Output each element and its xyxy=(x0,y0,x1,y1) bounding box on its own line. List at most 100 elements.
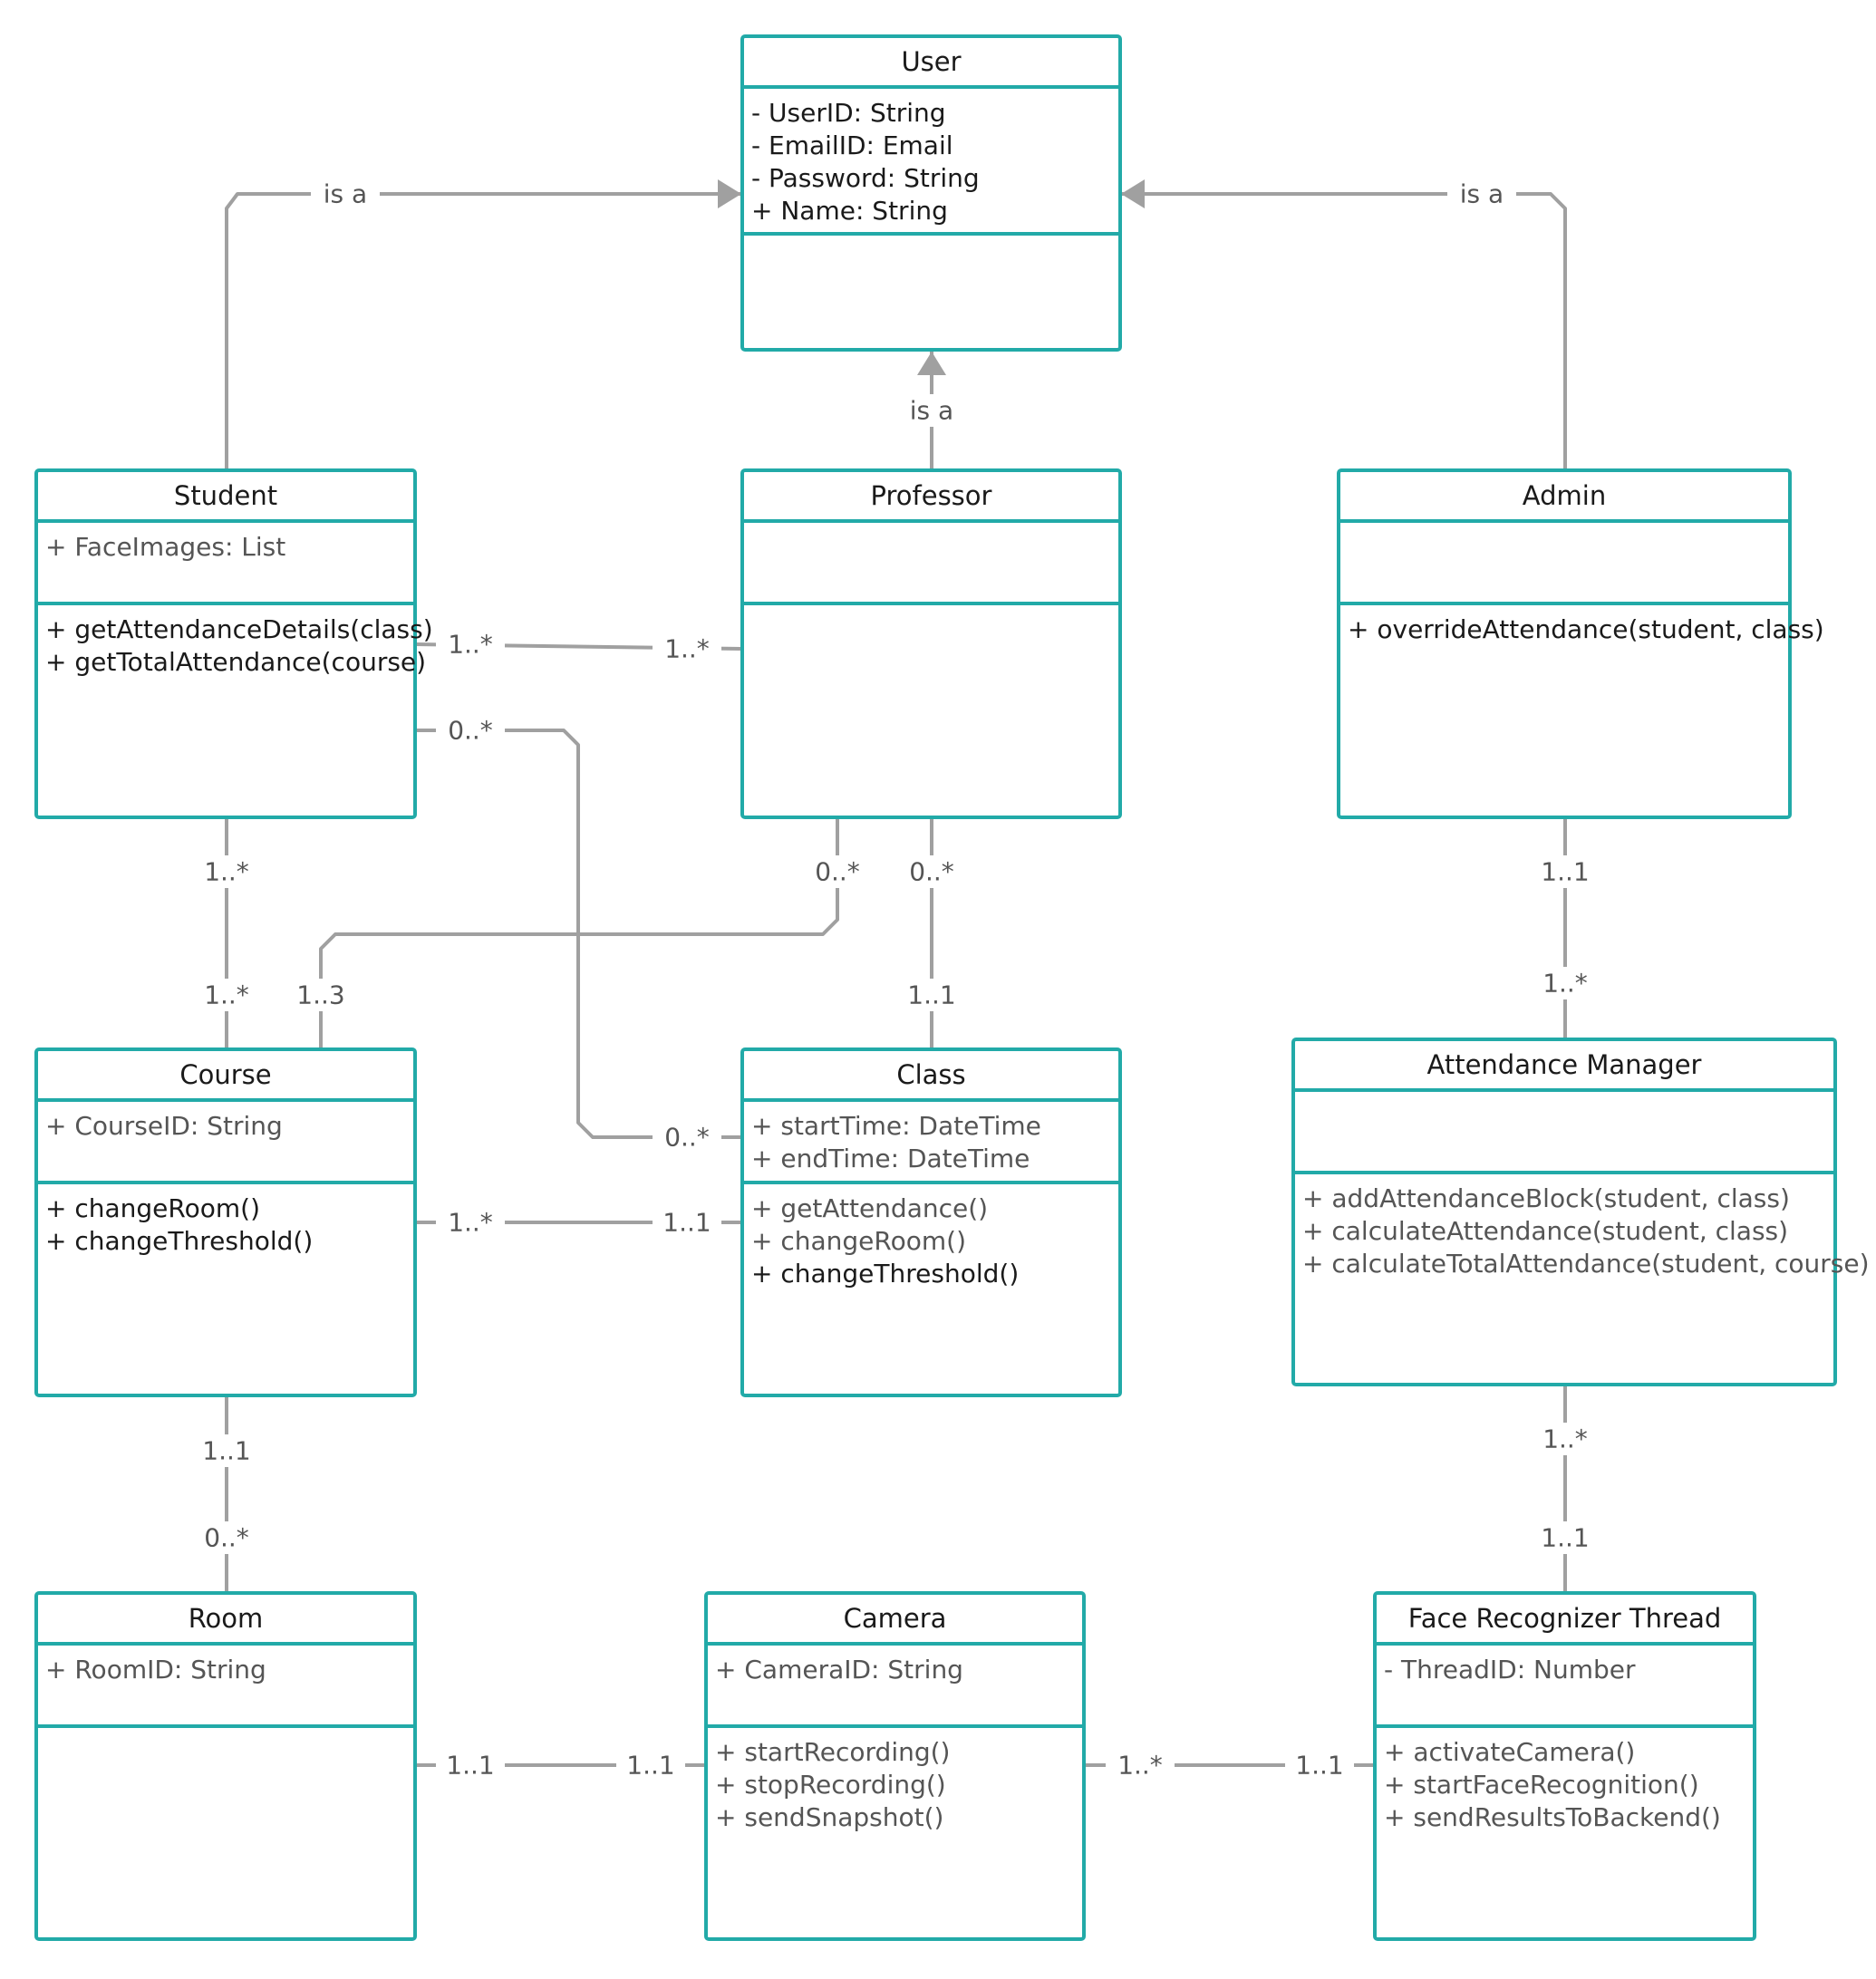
class-user[interactable]: User- UserID: String- EmailID: Email- Pa… xyxy=(740,34,1122,352)
svg-text:1..*: 1..* xyxy=(204,980,249,1010)
class-student[interactable]: Student + FaceImages: List + getAttendance… xyxy=(34,468,433,819)
class-box xyxy=(740,1047,1122,1397)
multiplicity-course-course-class: 1..* xyxy=(436,1206,505,1239)
svg-text:is a: is a xyxy=(910,396,953,426)
class-face_recognizer[interactable]: Face Recognizer Thread - ThreadID: Number… xyxy=(1373,1591,1756,1941)
class-method: + changeThreshold() xyxy=(45,1226,313,1256)
multiplicity-professor-student-professor: 1..* xyxy=(653,632,721,665)
generalization-arrowhead-icon xyxy=(718,179,741,208)
class-professor[interactable]: Professor xyxy=(740,468,1122,819)
class-attribute: + endTime: DateTime xyxy=(751,1144,1030,1173)
svg-text:1..1: 1..1 xyxy=(662,1208,711,1238)
connector-student-user xyxy=(225,192,741,470)
multiplicity-professor-professor-course: 0..* xyxy=(803,855,872,888)
class-name: Camera xyxy=(844,1603,947,1634)
class-name: Face Recognizer Thread xyxy=(1408,1603,1722,1634)
class-method: + stopRecording() xyxy=(715,1770,946,1800)
svg-text:1..3: 1..3 xyxy=(296,980,344,1010)
multiplicity-course-professor-course: 1..3 xyxy=(286,979,355,1011)
svg-text:0..*: 0..* xyxy=(204,1523,249,1553)
svg-text:is a: is a xyxy=(1460,179,1504,209)
class-name: Class xyxy=(896,1059,965,1090)
svg-text:0..*: 0..* xyxy=(448,716,493,746)
class-box xyxy=(1291,1038,1837,1386)
connector-admin-user xyxy=(1121,192,1567,470)
svg-text:1..*: 1..* xyxy=(448,1208,493,1238)
svg-text:0..*: 0..* xyxy=(815,857,860,887)
multiplicity-admin-admin-attendance: 1..1 xyxy=(1531,855,1600,888)
class-attribute: + RoomID: String xyxy=(45,1655,266,1685)
multiplicity-student-student-class: 0..* xyxy=(436,714,505,747)
svg-text:1..*: 1..* xyxy=(204,857,249,887)
class-name: Admin xyxy=(1523,480,1606,511)
class-attribute: + FaceImages: List xyxy=(45,532,285,562)
class-name: Attendance Manager xyxy=(1427,1049,1702,1080)
multiplicity-student-student-course: 1..* xyxy=(192,855,261,888)
svg-text:1..1: 1..1 xyxy=(1541,857,1589,887)
svg-text:1..*: 1..* xyxy=(448,630,493,660)
class-attribute: - ThreadID: Number xyxy=(1384,1655,1636,1685)
class-box xyxy=(1337,468,1792,819)
class-course[interactable]: Course+ CourseID: String+ changeRoom()+ … xyxy=(34,1047,417,1397)
class-box xyxy=(740,468,1122,819)
class-box xyxy=(704,1591,1086,1941)
multiplicity-camera-camera-face: 1..* xyxy=(1106,1749,1175,1781)
multiplicity-class-professor-class: 1..1 xyxy=(897,979,966,1011)
class-method: + getAttendance() xyxy=(751,1193,988,1223)
class-attribute: + Name: String xyxy=(751,196,948,226)
class-attribute: + CameraID: String xyxy=(715,1655,963,1685)
multiplicity-room-course-room: 0..* xyxy=(192,1521,261,1554)
class-method: + changeRoom() xyxy=(45,1193,260,1223)
class-attendance_manager[interactable]: Attendance Manager + addAttendanceBlock(s… xyxy=(1291,1038,1870,1386)
svg-text:1..1: 1..1 xyxy=(446,1751,494,1781)
class-attribute: + CourseID: String xyxy=(45,1111,283,1141)
class-name: Room xyxy=(189,1603,264,1634)
connector-professor-course xyxy=(319,817,839,1049)
class-method: + changeRoom() xyxy=(751,1226,966,1256)
multiplicity-face_recognizer-camera-face: 1..1 xyxy=(1285,1749,1354,1781)
multiplicity-attendance_manager-admin-attendance: 1..* xyxy=(1531,967,1600,999)
class-method: + startRecording() xyxy=(715,1737,950,1767)
class-name: Student xyxy=(174,480,277,511)
svg-text:is a: is a xyxy=(324,179,367,209)
multiplicity-camera-room-camera: 1..1 xyxy=(616,1749,685,1781)
class-box xyxy=(740,34,1122,352)
class-camera[interactable]: Camera + CameraID: String + startRecording… xyxy=(704,1591,1086,1941)
svg-text:1..1: 1..1 xyxy=(626,1751,674,1781)
class-method: + addAttendanceBlock(student, class) xyxy=(1302,1183,1790,1213)
multiplicity-class-course-class: 1..1 xyxy=(653,1206,721,1239)
svg-text:1..*: 1..* xyxy=(1542,1424,1588,1454)
class-method: + getAttendanceDetails(class) xyxy=(45,614,433,644)
class-method: + getTotalAttendance(course) xyxy=(45,647,426,677)
generalization-arrowhead-icon xyxy=(1121,179,1145,208)
class-box xyxy=(34,1047,417,1397)
svg-text:1..1: 1..1 xyxy=(202,1436,250,1466)
generalization-arrowhead-icon xyxy=(917,352,946,375)
class-room[interactable]: Room + RoomID: String xyxy=(34,1591,417,1941)
relationship-label-admin-user: is a xyxy=(1447,178,1516,210)
svg-text:1..*: 1..* xyxy=(1542,969,1588,999)
multiplicity-class-student-class: 0..* xyxy=(653,1121,721,1154)
class-method: + activateCamera() xyxy=(1384,1737,1635,1767)
svg-text:0..*: 0..* xyxy=(909,857,954,887)
class-method: + calculateTotalAttendance(student, cour… xyxy=(1302,1249,1870,1279)
multiplicity-face_recognizer-attendance-face: 1..1 xyxy=(1531,1521,1600,1554)
class-method: + startFaceRecognition() xyxy=(1384,1770,1699,1800)
svg-text:0..*: 0..* xyxy=(664,1123,710,1153)
class-method: + sendResultsToBackend() xyxy=(1384,1802,1721,1832)
class-attribute: - EmailID: Email xyxy=(751,130,953,160)
class-box xyxy=(1373,1591,1756,1941)
multiplicity-attendance_manager-attendance-face: 1..* xyxy=(1531,1423,1600,1455)
class-name: User xyxy=(901,46,961,77)
multiplicity-student-student-professor: 1..* xyxy=(436,628,505,661)
svg-text:1..1: 1..1 xyxy=(1541,1523,1589,1553)
svg-text:1..1: 1..1 xyxy=(907,980,955,1010)
class-class[interactable]: Class + startTime: DateTime + endTime: Dat… xyxy=(740,1047,1122,1397)
class-method: + changeThreshold() xyxy=(751,1259,1019,1289)
class-attribute: + startTime: DateTime xyxy=(751,1111,1041,1141)
class-box xyxy=(34,1591,417,1941)
multiplicity-professor-professor-class: 0..* xyxy=(897,855,966,888)
class-admin[interactable]: Admin+ overrideAttendance(student, class… xyxy=(1337,468,1824,819)
class-box xyxy=(34,468,417,819)
